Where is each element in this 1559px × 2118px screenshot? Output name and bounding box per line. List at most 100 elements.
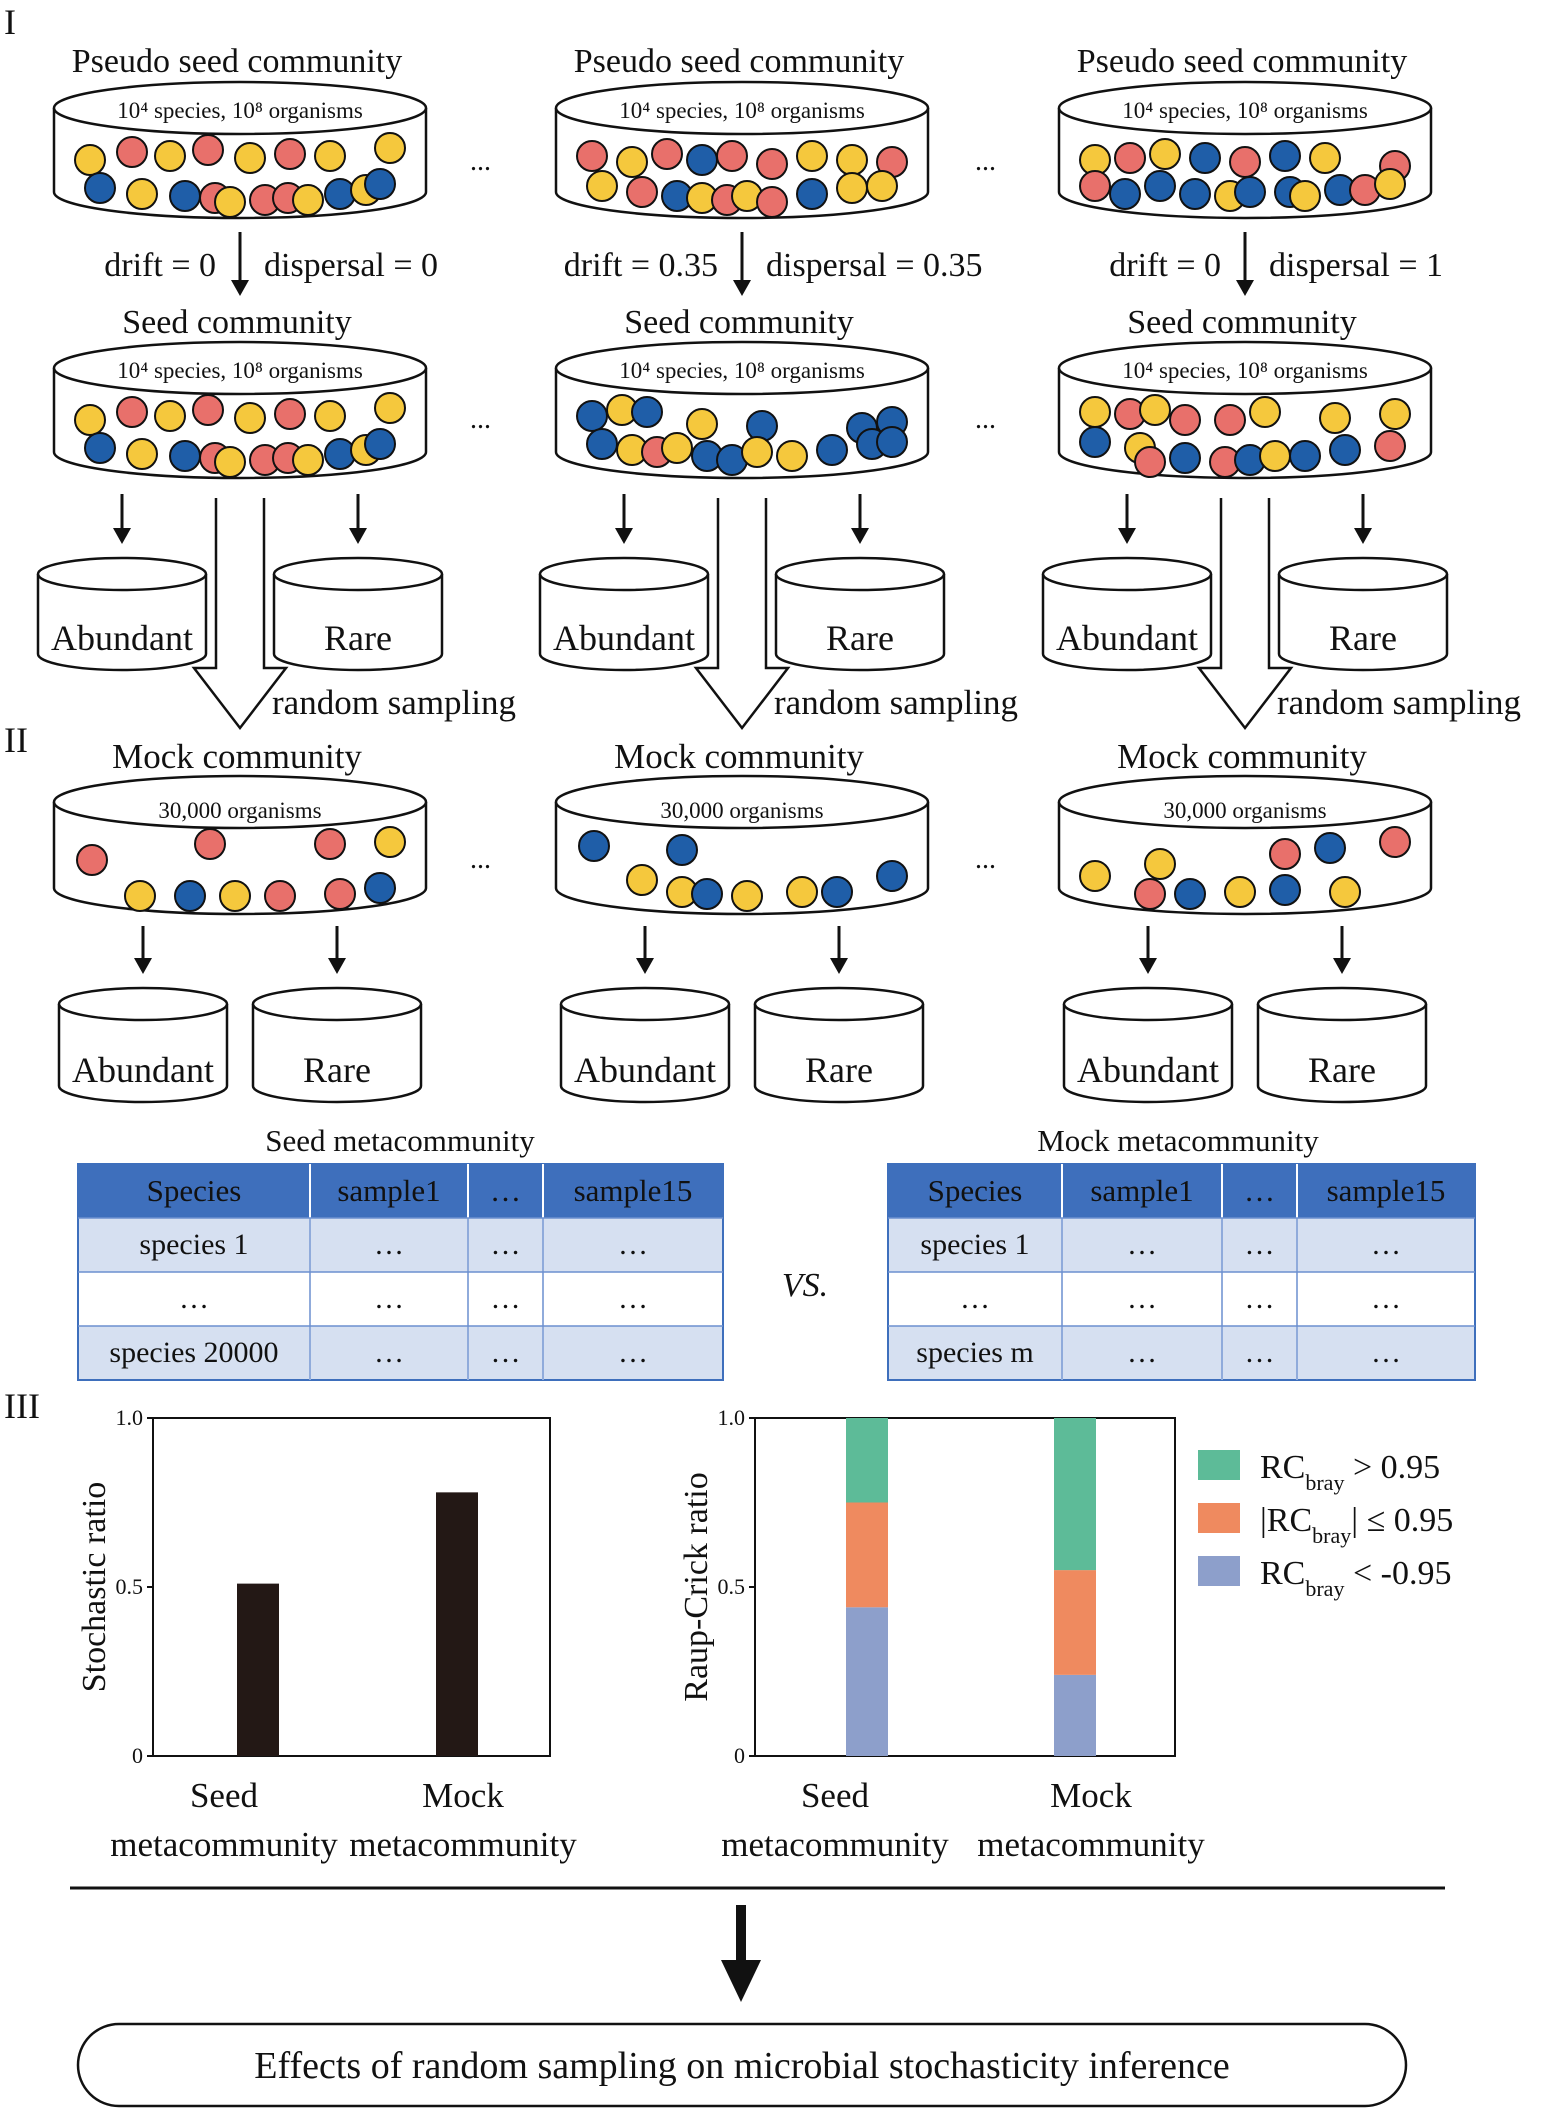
organism-dot xyxy=(786,876,818,908)
table-header-cell: sample1 xyxy=(1090,1173,1193,1208)
drift-dispersal-arrow xyxy=(1236,232,1254,296)
stacked-bar-segment xyxy=(846,1607,888,1756)
pseudo-seed-title: Pseudo seed community xyxy=(574,43,905,80)
random-sampling-arrow xyxy=(191,498,289,731)
organism-dot xyxy=(214,446,246,478)
arrow-to-rare xyxy=(1354,494,1372,544)
organism-dot xyxy=(586,170,618,202)
y-tick-label: 1.0 xyxy=(116,1405,144,1430)
arrow-to-rare xyxy=(349,494,367,544)
mock-rare-container: Rare xyxy=(1256,986,1428,1104)
table-cell: … xyxy=(491,1336,521,1369)
organism-dot xyxy=(756,148,788,180)
mock-rare-container: Rare xyxy=(251,986,423,1104)
rare-container-label: Rare xyxy=(324,618,392,658)
table-header-cell: sample15 xyxy=(1327,1173,1446,1208)
pseudo-seed-title: Pseudo seed community xyxy=(72,43,403,80)
organism-dot xyxy=(1169,442,1201,474)
mock-rare-container-label: Rare xyxy=(805,1050,873,1090)
organism-dot xyxy=(1134,878,1166,910)
organism-dot xyxy=(324,438,356,470)
organism-dot xyxy=(1249,396,1281,428)
seed-label: 10⁴ species, 10⁸ organisms xyxy=(619,358,865,383)
section-label-I: I xyxy=(4,2,16,42)
organism-dot xyxy=(661,432,693,464)
plot-frame xyxy=(152,1417,551,1757)
table-header-bg xyxy=(888,1164,1475,1218)
pseudo-seed-organisms xyxy=(1079,138,1411,212)
column-1: Pseudo seed community 10⁴ species, 10⁸ or… xyxy=(36,43,516,1104)
drift-label: drift = 0.35 xyxy=(564,247,718,284)
y-tick-label: 0.5 xyxy=(116,1574,144,1599)
mock-abundant-container: Abundant xyxy=(1062,986,1234,1104)
pseudo-seed-organisms xyxy=(74,132,406,218)
ellipsis-row2-a: ... xyxy=(470,404,491,435)
legend-label: RCbray < -0.95 xyxy=(1260,1555,1451,1601)
seed-organisms xyxy=(576,394,908,476)
organism-dot xyxy=(651,138,683,170)
organism-dot xyxy=(731,880,763,912)
table-cell: … xyxy=(1245,1336,1275,1369)
y-axis-label: Stochastic ratio xyxy=(76,1482,113,1693)
x-tick-label: metacommunity xyxy=(349,1825,577,1864)
organism-dot xyxy=(836,144,868,176)
organism-dot xyxy=(234,142,266,174)
organism-dot xyxy=(116,136,148,168)
organism-dot xyxy=(1269,874,1301,906)
seed-label: 10⁴ species, 10⁸ organisms xyxy=(117,358,363,383)
stacked-bar-segment xyxy=(1054,1570,1096,1675)
organism-dot xyxy=(631,396,663,428)
organism-dot xyxy=(666,834,698,866)
drift-label: drift = 0 xyxy=(104,247,216,284)
organism-dot xyxy=(324,878,356,910)
abundant-container-label: Abundant xyxy=(1056,618,1198,658)
ellipsis-row3-a: ... xyxy=(470,844,491,875)
organism-dot xyxy=(154,400,186,432)
arrow-to-mock-rare xyxy=(1333,926,1351,974)
organism-dot xyxy=(1329,876,1361,908)
organism-dot xyxy=(124,880,156,912)
table-cell: … xyxy=(960,1282,990,1315)
seed-title: Seed community xyxy=(122,304,351,341)
organism-dot xyxy=(1144,848,1176,880)
ellipsis-row2-b: ... xyxy=(975,404,996,435)
table-cell: … xyxy=(1371,1336,1401,1369)
x-tick-label: metacommunity xyxy=(721,1825,949,1864)
organism-dot xyxy=(374,132,406,164)
rare-container-label: Rare xyxy=(826,618,894,658)
organism-dot xyxy=(292,444,324,476)
drift-dispersal-arrow xyxy=(733,232,751,296)
table-cell: species 1 xyxy=(139,1228,248,1261)
table-cell: species m xyxy=(916,1336,1033,1369)
organism-dot xyxy=(1374,430,1406,462)
organism-dot xyxy=(1379,826,1411,858)
mock-label: 30,000 organisms xyxy=(660,798,823,823)
organism-dot xyxy=(716,140,748,172)
legend-label: |RCbray| ≤ 0.95 xyxy=(1260,1502,1453,1548)
mock-abundant-container: Abundant xyxy=(57,986,229,1104)
x-tick-label: Mock xyxy=(422,1776,504,1815)
rare-container-label: Rare xyxy=(1329,618,1397,658)
random-sampling-arrow xyxy=(1196,498,1294,731)
x-tick-label: Seed xyxy=(190,1776,259,1815)
abundant-container: Abundant xyxy=(1041,556,1213,672)
organism-dot xyxy=(1079,170,1111,202)
table-cell: … xyxy=(1127,1228,1157,1261)
organism-dot xyxy=(1214,404,1246,436)
pseudo-seed-label: 10⁴ species, 10⁸ organisms xyxy=(619,98,865,123)
table-cell: … xyxy=(618,1336,648,1369)
ellipsis-row3-b: ... xyxy=(975,844,996,875)
column-2: Pseudo seed community 10⁴ species, 10⁸ or… xyxy=(538,43,1018,1104)
organism-dot xyxy=(1229,146,1261,178)
table-row xyxy=(888,1272,1475,1326)
organism-dot xyxy=(836,172,868,204)
table-cell: … xyxy=(374,1228,404,1261)
stacked-bar-segment xyxy=(1054,1418,1096,1571)
table-row xyxy=(78,1272,723,1326)
organism-dot xyxy=(1289,440,1321,472)
table-row xyxy=(888,1218,1475,1272)
stacked-bar-segment xyxy=(846,1502,888,1608)
